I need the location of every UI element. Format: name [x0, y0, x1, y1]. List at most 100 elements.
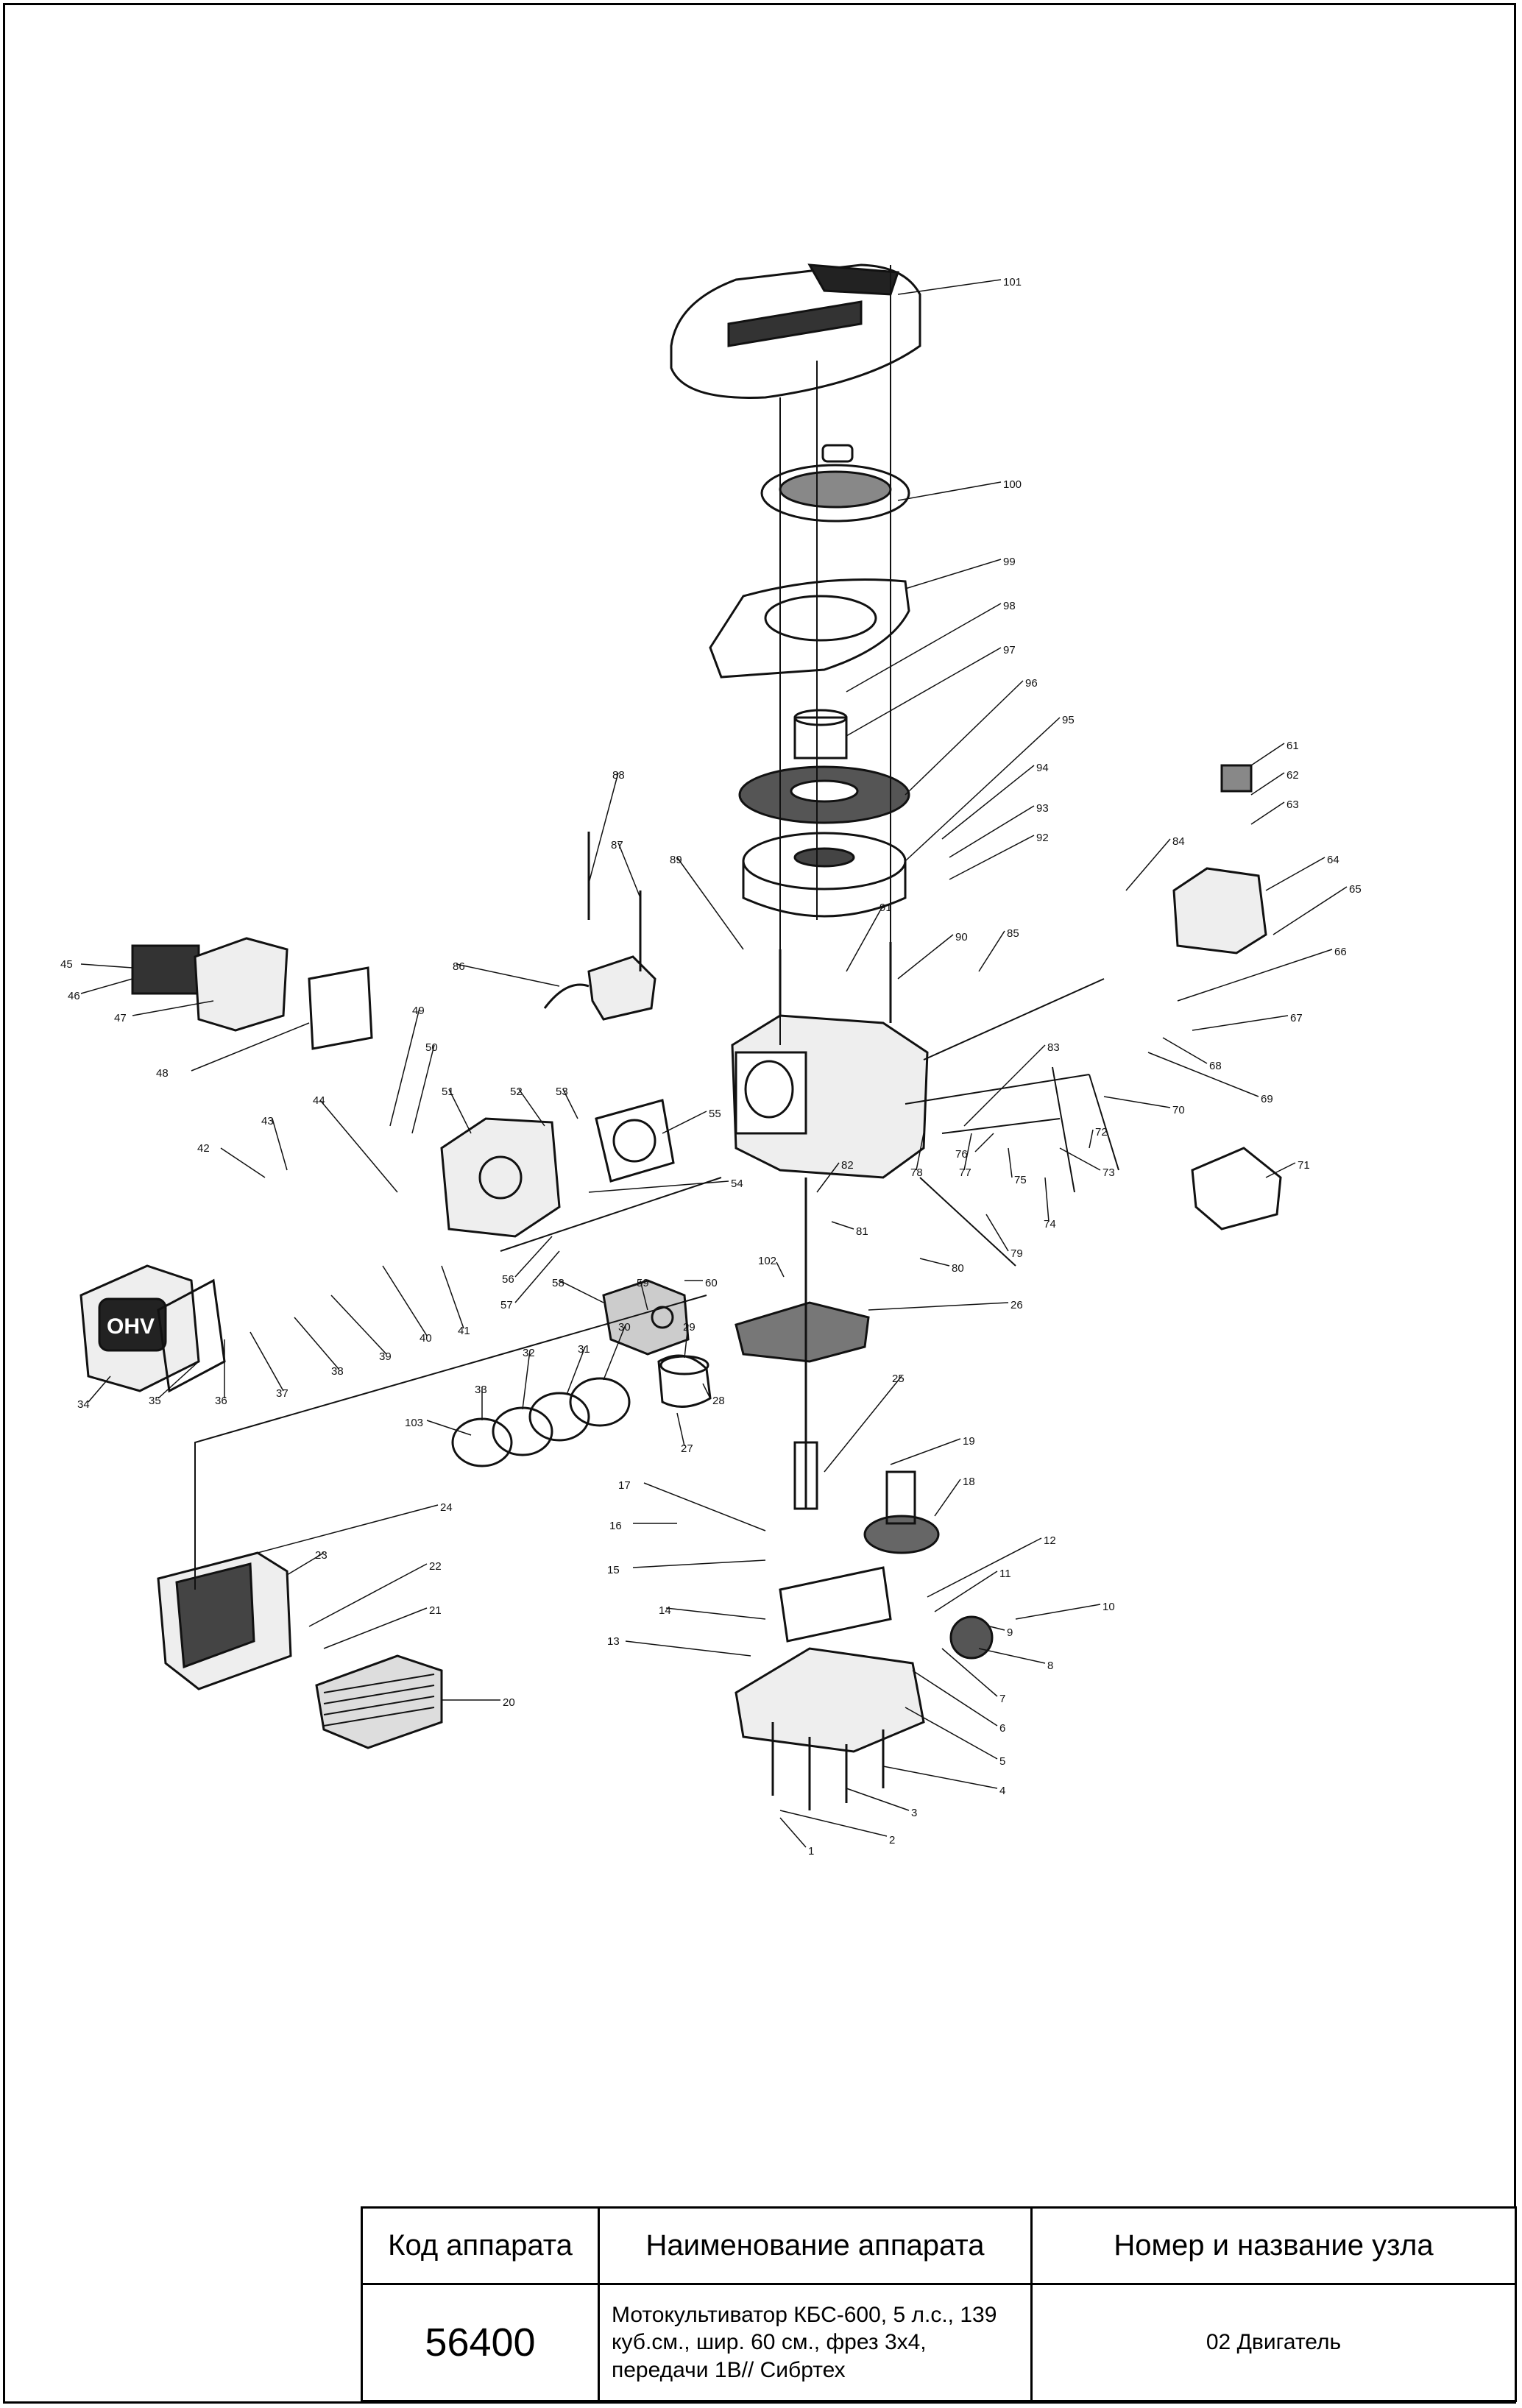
- part-top-cover-vent: [727, 300, 863, 347]
- callout-label-29: 29: [683, 1321, 695, 1334]
- callout-label-7: 7: [999, 1693, 1005, 1705]
- callout-label-84: 84: [1172, 835, 1185, 848]
- leader-32: [522, 1350, 531, 1410]
- callout-label-6: 6: [999, 1722, 1005, 1735]
- leader-82: [816, 1162, 840, 1193]
- leader-89: [676, 857, 744, 950]
- callout-label-50: 50: [425, 1041, 438, 1054]
- leader-1: [779, 1817, 807, 1848]
- callout-label-54: 54: [731, 1178, 743, 1190]
- leader-7: [941, 1648, 998, 1697]
- leader-67: [1192, 1015, 1289, 1031]
- leader-41: [441, 1265, 464, 1329]
- callout-label-63: 63: [1286, 798, 1299, 811]
- leader-95: [905, 717, 1061, 862]
- leader-48: [191, 1022, 310, 1072]
- leader-27: [676, 1412, 685, 1447]
- leader-54: [588, 1180, 729, 1193]
- callout-label-90: 90: [955, 931, 968, 943]
- callout-label-98: 98: [1003, 600, 1016, 612]
- callout-label-57: 57: [500, 1299, 513, 1311]
- leader-98: [846, 603, 1002, 693]
- callout-label-73: 73: [1102, 1166, 1115, 1179]
- leader-103: [426, 1420, 472, 1436]
- leader-92: [949, 835, 1035, 880]
- part-piston-ring-30: [569, 1377, 631, 1427]
- leader-30: [603, 1324, 626, 1381]
- callout-label-24: 24: [440, 1501, 453, 1514]
- leader-99: [905, 559, 1002, 589]
- leader-45: [80, 963, 133, 968]
- part-muffler: [194, 937, 289, 1032]
- callout-label-61: 61: [1286, 740, 1299, 752]
- part-crankcase-cover: [735, 1647, 925, 1753]
- callout-label-17: 17: [618, 1479, 631, 1492]
- callout-label-75: 75: [1014, 1174, 1027, 1186]
- part-piston-ring-31: [528, 1392, 590, 1442]
- leader-81: [831, 1221, 854, 1230]
- leader-68: [1162, 1037, 1208, 1064]
- leader-44: [319, 1099, 398, 1193]
- callout-label-78: 78: [910, 1166, 923, 1179]
- leader-23: [286, 1552, 325, 1576]
- callout-label-52: 52: [510, 1086, 523, 1098]
- callout-label-91: 91: [879, 902, 892, 914]
- leader-49: [389, 1008, 420, 1127]
- callout-label-93: 93: [1036, 802, 1049, 815]
- callout-label-70: 70: [1172, 1104, 1185, 1116]
- callout-label-88: 88: [612, 769, 625, 782]
- leader-57: [514, 1250, 560, 1303]
- leader-96: [905, 680, 1024, 796]
- part-piston: [657, 1354, 712, 1408]
- leader-87: [617, 842, 641, 899]
- callout-label-97: 97: [1003, 644, 1016, 656]
- valve-cover-emblem: OHV: [107, 1314, 155, 1339]
- callout-label-10: 10: [1102, 1601, 1115, 1613]
- part-piston-ring-32: [492, 1406, 553, 1456]
- leader-6: [912, 1670, 998, 1727]
- leader-94: [941, 765, 1035, 840]
- leader-101: [897, 279, 1002, 295]
- callout-label-25: 25: [892, 1373, 905, 1385]
- exploded-engine-diagram: OHV: [60, 263, 1362, 1858]
- title-block: Код аппарата Наименование аппарата Номер…: [361, 2206, 1517, 2402]
- callout-label-45: 45: [60, 958, 73, 971]
- callout-label-28: 28: [712, 1395, 725, 1407]
- callout-label-82: 82: [841, 1159, 854, 1172]
- leader-83: [963, 1044, 1046, 1127]
- leader-10: [1015, 1604, 1101, 1620]
- leader-24: [257, 1504, 439, 1554]
- leader-90: [897, 934, 954, 980]
- callout-label-83: 83: [1047, 1041, 1060, 1054]
- callout-label-23: 23: [315, 1549, 328, 1562]
- leader-18: [934, 1479, 961, 1517]
- part-fan-housing: [709, 578, 910, 679]
- leader-66: [1177, 949, 1333, 1002]
- part-connecting-rod: [793, 1441, 818, 1510]
- leader-19: [890, 1438, 961, 1465]
- leader-55: [662, 1111, 707, 1134]
- callout-label-11: 11: [999, 1568, 1011, 1580]
- leader-28: [702, 1383, 711, 1399]
- callout-label-102: 102: [758, 1255, 776, 1267]
- leader-46: [80, 978, 133, 994]
- callout-label-85: 85: [1007, 927, 1019, 940]
- part-cam-gear: [863, 1515, 940, 1554]
- leader-37: [249, 1331, 284, 1392]
- part-muffler-guard: [131, 944, 200, 995]
- leader-21: [323, 1607, 428, 1649]
- callout-label-34: 34: [77, 1398, 90, 1411]
- callout-label-18: 18: [963, 1476, 975, 1488]
- header-code: Код аппарата: [361, 2206, 600, 2285]
- leader-50: [411, 1044, 435, 1134]
- part-cylinder-head: [440, 1117, 561, 1238]
- leader-47: [132, 1000, 214, 1016]
- leader-51: [448, 1088, 472, 1134]
- apparatus-name: Мотокультиватор КБС-600, 5 л.с., 139 куб…: [598, 2283, 1033, 2402]
- callout-label-64: 64: [1327, 854, 1339, 866]
- callout-label-39: 39: [379, 1350, 392, 1363]
- leader-70: [1103, 1096, 1171, 1108]
- callout-label-87: 87: [611, 839, 623, 851]
- leader-43: [272, 1118, 288, 1171]
- leader-76: [974, 1133, 994, 1152]
